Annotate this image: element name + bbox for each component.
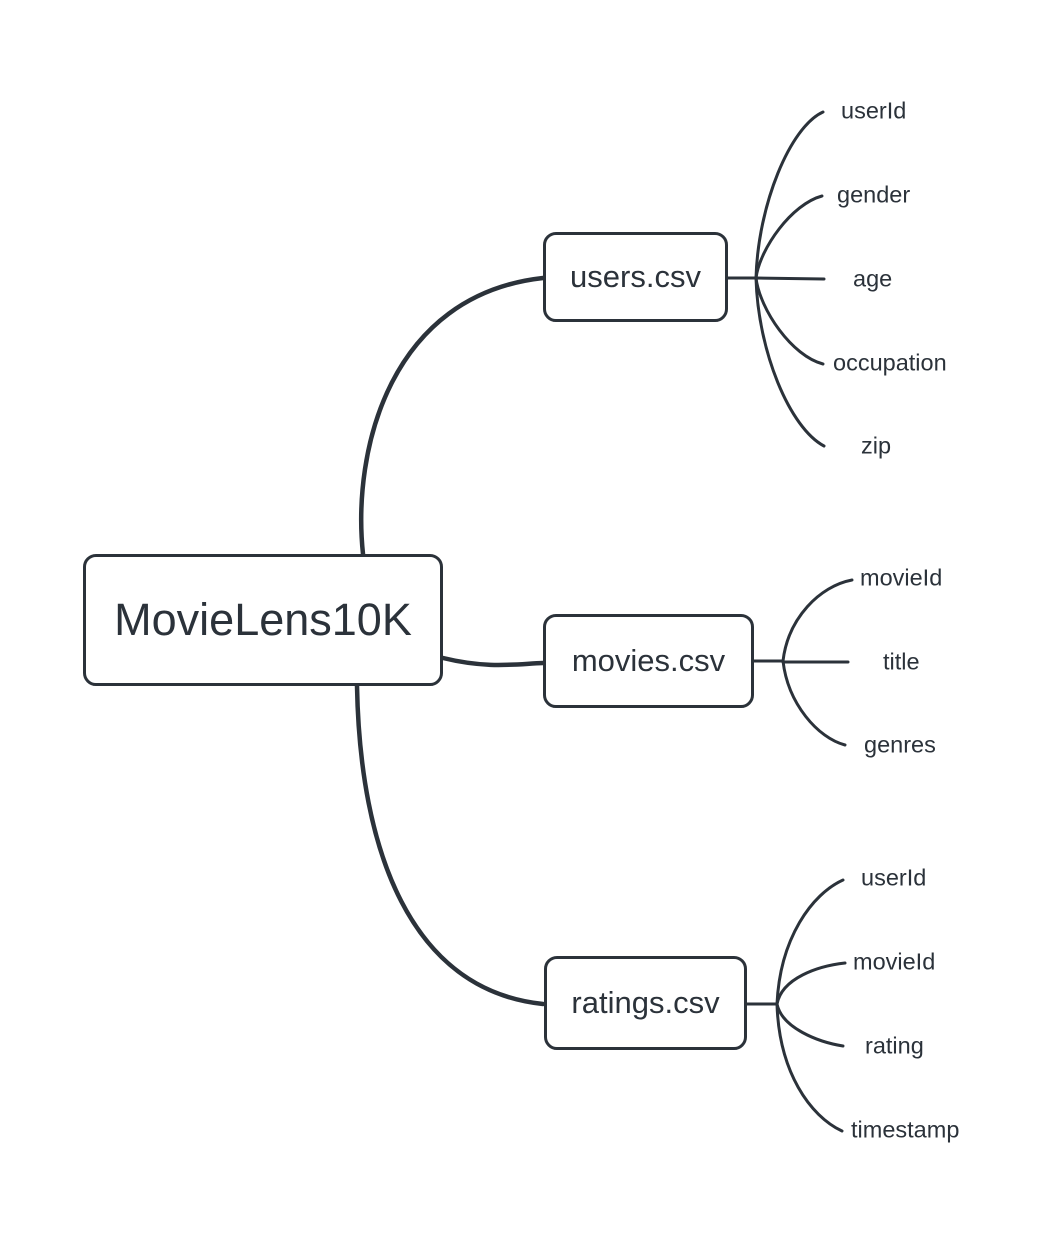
edge-users-zip bbox=[754, 276, 826, 448]
branch-node-movies-csv: movies.csv bbox=[543, 614, 754, 708]
branch-node-ratings-csv: ratings.csv bbox=[544, 956, 747, 1050]
edge-users-gender bbox=[754, 194, 824, 280]
leaf-users-userid: userId bbox=[841, 97, 907, 124]
leaf-movies-movieid: movieId bbox=[860, 564, 943, 591]
edge-ratings-timestamp bbox=[775, 1002, 844, 1133]
root-node: MovieLens10K bbox=[83, 554, 443, 686]
edge-ratings-rating bbox=[775, 1002, 845, 1048]
branch-node-label: users.csv bbox=[570, 259, 701, 294]
branch-node-users-csv: users.csv bbox=[543, 232, 728, 322]
edge-movies-genres bbox=[781, 659, 847, 747]
edge-ratings-movieid bbox=[775, 961, 847, 1006]
leaf-users-age: age bbox=[853, 265, 893, 292]
branch-node-label: ratings.csv bbox=[571, 985, 720, 1020]
leaf-ratings-userid: userId bbox=[861, 864, 927, 891]
leaf-ratings-rating: rating bbox=[865, 1032, 924, 1059]
edge-users-userid bbox=[754, 110, 825, 280]
edge-root-movies bbox=[440, 655, 546, 668]
leaf-ratings-movieid: movieId bbox=[853, 948, 936, 975]
edge-users-age bbox=[754, 276, 826, 281]
branch-node-label: movies.csv bbox=[571, 643, 726, 678]
edge-movies-movieid bbox=[781, 578, 854, 663]
edge-root-ratings bbox=[354, 683, 546, 1007]
root-node-label: MovieLens10K bbox=[114, 594, 412, 645]
edge-root-users bbox=[358, 275, 546, 557]
leaf-movies-title: title bbox=[883, 648, 920, 675]
leaf-ratings-timestamp: timestamp bbox=[851, 1116, 960, 1143]
leaf-users-zip: zip bbox=[861, 432, 892, 459]
edge-ratings-userid bbox=[775, 878, 845, 1006]
edge-users-occupation bbox=[754, 276, 825, 366]
leaf-users-gender: gender bbox=[837, 181, 911, 208]
leaf-movies-genres: genres bbox=[864, 731, 936, 758]
leaf-users-occupation: occupation bbox=[833, 349, 947, 376]
